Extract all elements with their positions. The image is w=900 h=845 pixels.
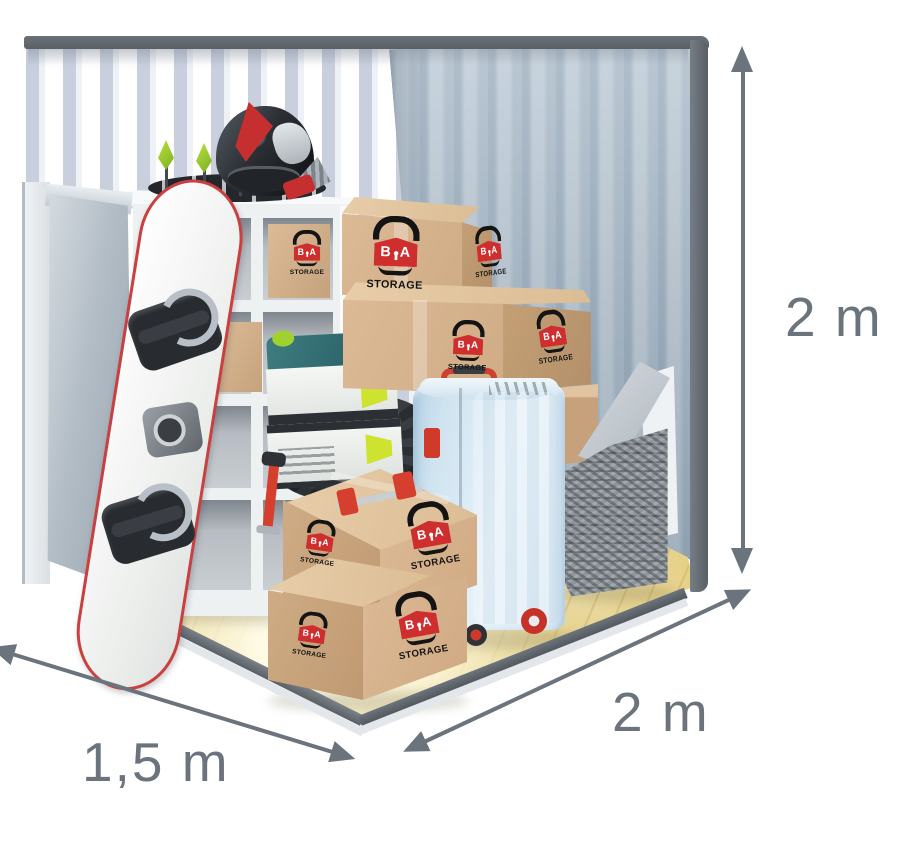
clamp-jaw <box>335 487 359 517</box>
cardboard-box <box>268 590 363 700</box>
dart <box>158 140 174 192</box>
arrow-down-icon <box>731 548 753 574</box>
keyhole-icon <box>428 532 433 537</box>
container-left-edge <box>24 182 50 584</box>
logo-word: STORAGE <box>447 362 487 373</box>
keyhole-icon <box>310 633 313 636</box>
height-arrow <box>741 70 745 550</box>
keyhole-icon <box>416 622 421 627</box>
arrow-end-icon <box>723 579 756 610</box>
clamp-jaw <box>391 470 417 501</box>
height-label: 2 m <box>785 286 883 348</box>
suitcase-grip <box>453 366 485 374</box>
keyhole-icon <box>488 250 491 253</box>
depth-label: 2 m <box>612 681 710 743</box>
keyhole-icon <box>467 344 470 347</box>
wall-shadow <box>28 49 688 65</box>
logo-base <box>296 260 318 267</box>
logo-word: STORAGE <box>366 277 423 292</box>
clamp-bar <box>262 459 280 531</box>
arrow-up-icon <box>731 46 753 72</box>
suitcase-wheel <box>521 608 547 634</box>
container-left-edge-line <box>22 182 25 584</box>
clamp-handle <box>261 450 287 468</box>
suitcase-seam <box>459 388 462 626</box>
keyhole-icon <box>551 335 554 339</box>
width-label: 1,5 m <box>82 731 230 793</box>
arrow-start-icon <box>398 731 431 762</box>
box-face <box>503 303 591 392</box>
suitcase-ribs <box>473 392 559 624</box>
camera-graphic <box>141 400 205 459</box>
keyhole-icon <box>305 251 309 257</box>
suitcase-latch <box>424 428 440 458</box>
logo-word: STORAGE <box>289 267 325 276</box>
keyhole-icon <box>393 251 398 256</box>
camera-lens <box>151 411 188 449</box>
container-right-frame <box>690 40 708 592</box>
padlock-shackle-icon <box>292 230 322 245</box>
arrow-end-icon <box>328 741 359 770</box>
suitcase-vents <box>489 382 547 395</box>
arrow-start-icon <box>0 636 18 666</box>
keyhole-icon <box>318 541 321 544</box>
container-top-frame <box>24 36 709 49</box>
clamp-foot <box>255 524 281 536</box>
padlock-shackle-icon <box>372 215 421 242</box>
suitcase-wheel <box>465 624 487 646</box>
padlock-shackle-icon <box>452 319 486 338</box>
motorcycle-helmet <box>216 106 314 201</box>
box-tape <box>413 300 427 390</box>
